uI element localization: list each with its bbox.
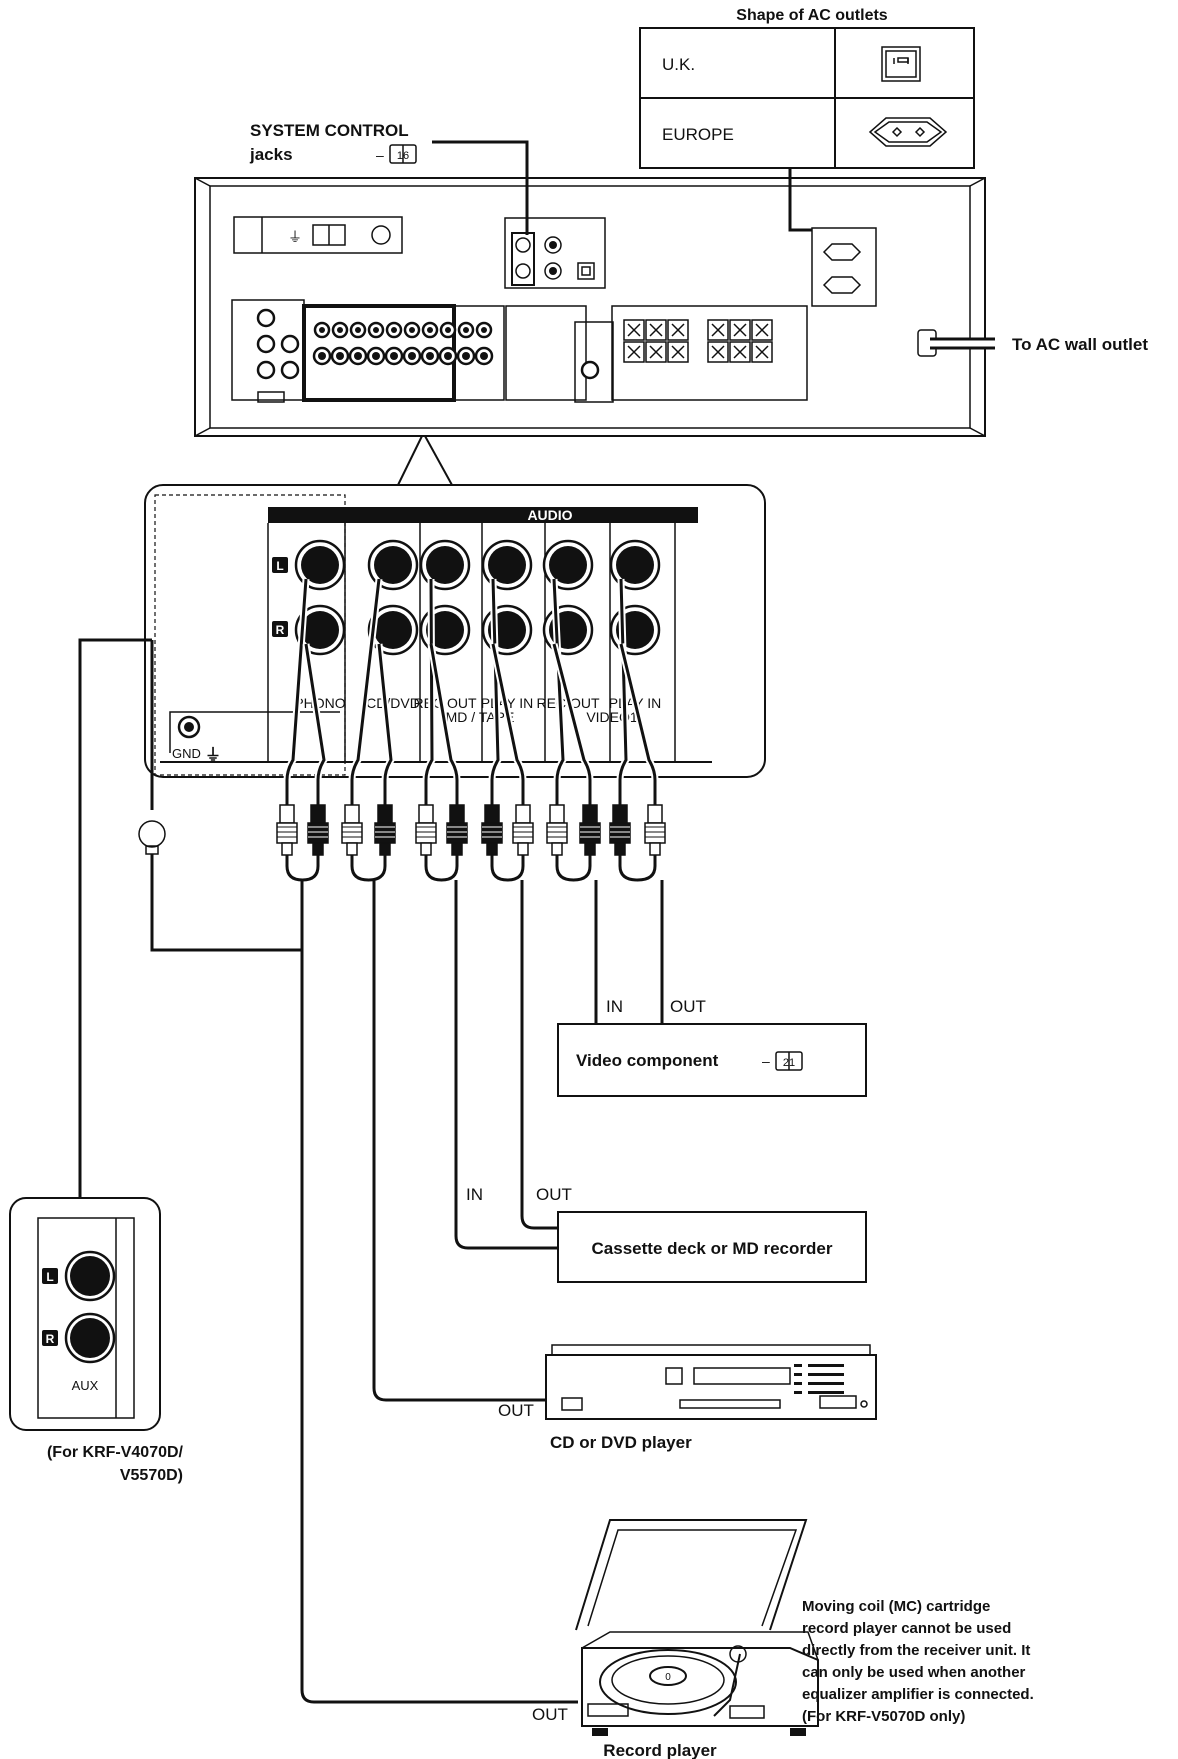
ac-outlet-region-uk: U.K. [662,55,695,74]
cd-player: OUT CD or DVD player [372,880,877,1452]
group-label-video1: VIDEO1 [586,709,638,725]
svg-text:21: 21 [783,1057,795,1069]
audio-header: AUDIO [527,507,572,523]
svg-text:⏚: ⏚ [288,229,302,245]
uk-outlet-icon [881,46,921,82]
ground-lug [138,640,302,952]
mc-cartridge-note: Moving coil (MC) cartridge record player… [802,1598,1034,1725]
ac-outlet-title: Shape of AC outlets [736,7,888,24]
cassette-deck-label: Cassette deck or MD recorder [592,1239,833,1258]
audio-cables [276,578,666,882]
system-control-label: SYSTEM CONTROL jacks – 16 [249,121,529,235]
cd-out-label: OUT [498,1401,534,1420]
svg-text:equalizer amplifier is connect: equalizer amplifier is connected. [802,1686,1034,1703]
page-ref-icon: 16 [389,144,417,164]
video-out-label: OUT [670,997,706,1016]
aux-label: AUX [72,1378,99,1393]
ac-outlet-region-europe: EUROPE [662,125,734,144]
channel-right-badge: R [276,623,285,637]
cd-player-label: CD or DVD player [550,1433,692,1452]
ac-outlet-table: Shape of AC outlets U.K. EUROPE [639,7,975,232]
record-player-out-label: OUT [532,1705,568,1724]
svg-text:16: 16 [397,150,409,162]
svg-text:directly from the receiver uni: directly from the receiver unit. It [802,1642,1030,1659]
channel-left-badge: L [276,559,283,573]
receiver-rear-panel: ⏚ [194,177,1148,437]
speaker-terminals [623,319,773,363]
jack-label: CD/DVD [366,695,420,711]
svg-text:Moving coil (MC) cartridge: Moving coil (MC) cartridge [802,1598,990,1615]
aux-note-line1: (For KRF-V4070D/ [47,1444,184,1461]
svg-text:–: – [762,1053,770,1069]
jack-label: PHONO [294,695,345,711]
rear-audio-jacks [312,321,494,366]
svg-text:SYSTEM CONTROL: SYSTEM CONTROL [250,121,409,140]
cassette-out-label: OUT [536,1185,572,1204]
aux-note-line2: V5570D) [120,1467,183,1484]
cassette-deck: Cassette deck or MD recorder IN OUT [454,880,867,1283]
record-player: OUT 0 Record player Moving coil (MC) car… [300,880,1034,1759]
gnd-label: GND [172,746,201,761]
svg-text:–: – [376,147,384,163]
aux-panel: L R AUX (For KRF-V4070D/ V5570D) [9,1197,184,1484]
svg-text:record player cannot be used: record player cannot be used [802,1620,1011,1637]
ac-wall-outlet-label: To AC wall outlet [1012,335,1148,354]
svg-text:jacks: jacks [249,145,293,164]
europe-outlet-icon [868,117,948,147]
record-player-label: Record player [603,1741,717,1759]
video-in-label: IN [606,997,623,1016]
svg-text:(For KRF-V5070D only): (For KRF-V5070D only) [802,1708,965,1725]
svg-text:0: 0 [665,1672,671,1683]
video-component: Video component – 21 IN OUT [557,880,867,1097]
video-component-label: Video component [576,1051,719,1070]
ground-icon: ⏚ [205,746,221,764]
cassette-in-label: IN [466,1185,483,1204]
aux-left-badge: L [46,1270,53,1284]
aux-right-badge: R [46,1332,55,1346]
svg-text:can only be used when another: can only be used when another [802,1664,1026,1681]
